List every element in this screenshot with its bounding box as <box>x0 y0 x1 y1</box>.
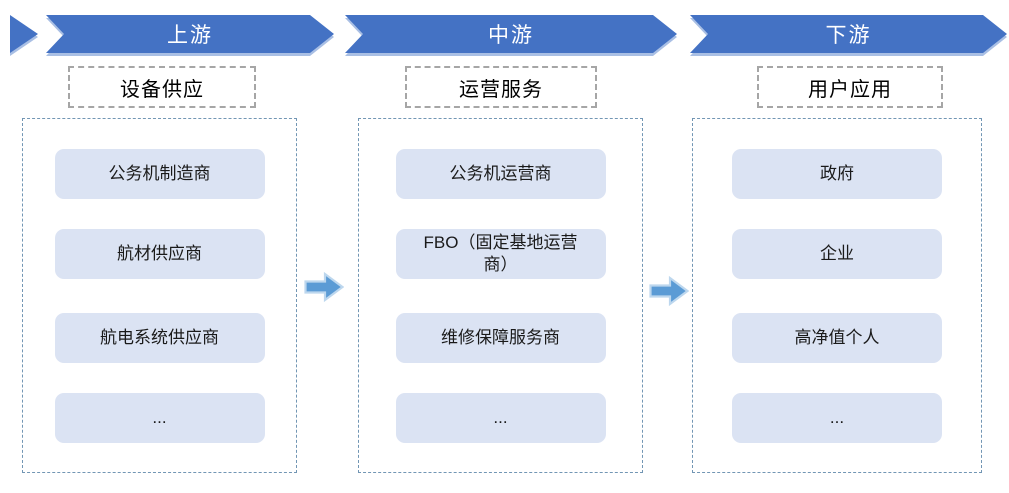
stage-banner-upstream-label: 上游 <box>167 24 213 47</box>
item-box-avionics: 航电系统供应商 <box>54 313 265 363</box>
category-box-user-application: 用户应用 <box>757 66 943 108</box>
category-label: 设备供应 <box>120 78 204 101</box>
stage-banner-midstream-label: 中游 <box>488 24 534 47</box>
item-box-ellipsis: ... <box>732 393 942 443</box>
item-box-fbo: FBO（固定基地运营商） <box>395 229 606 279</box>
right-arrow-icon <box>304 271 344 303</box>
downstream-group: 政府 企业 高净值个人 ... <box>692 118 982 473</box>
stage-banner-upstream: 上游 <box>46 15 334 53</box>
right-arrow-icon <box>649 275 689 307</box>
item-box-manufacturer: 公务机制造商 <box>54 149 265 199</box>
item-box-ellipsis: ... <box>395 393 606 443</box>
stage-banner-downstream-label: 下游 <box>825 24 872 47</box>
stage-banner-midstream: 中游 <box>345 15 677 53</box>
category-label: 用户应用 <box>808 78 892 101</box>
midstream-group: 公务机运营商 FBO（固定基地运营商） 维修保障服务商 ... <box>358 118 643 473</box>
category-box-operation-service: 运营服务 <box>405 66 597 108</box>
category-label: 运营服务 <box>459 78 543 101</box>
chevron-start-icon <box>10 15 38 53</box>
category-box-equipment-supply: 设备供应 <box>68 66 256 108</box>
item-box-hnwi: 高净值个人 <box>732 313 942 363</box>
item-box-enterprise: 企业 <box>732 229 942 279</box>
item-box-ellipsis: ... <box>54 393 265 443</box>
item-box-aviation-materials: 航材供应商 <box>54 229 265 279</box>
upstream-group: 公务机制造商 航材供应商 航电系统供应商 ... <box>22 118 297 473</box>
stage-banner-downstream: 下游 <box>690 15 1007 53</box>
item-box-government: 政府 <box>732 149 942 199</box>
item-box-operator: 公务机运营商 <box>395 149 606 199</box>
item-box-maintenance: 维修保障服务商 <box>395 313 606 363</box>
